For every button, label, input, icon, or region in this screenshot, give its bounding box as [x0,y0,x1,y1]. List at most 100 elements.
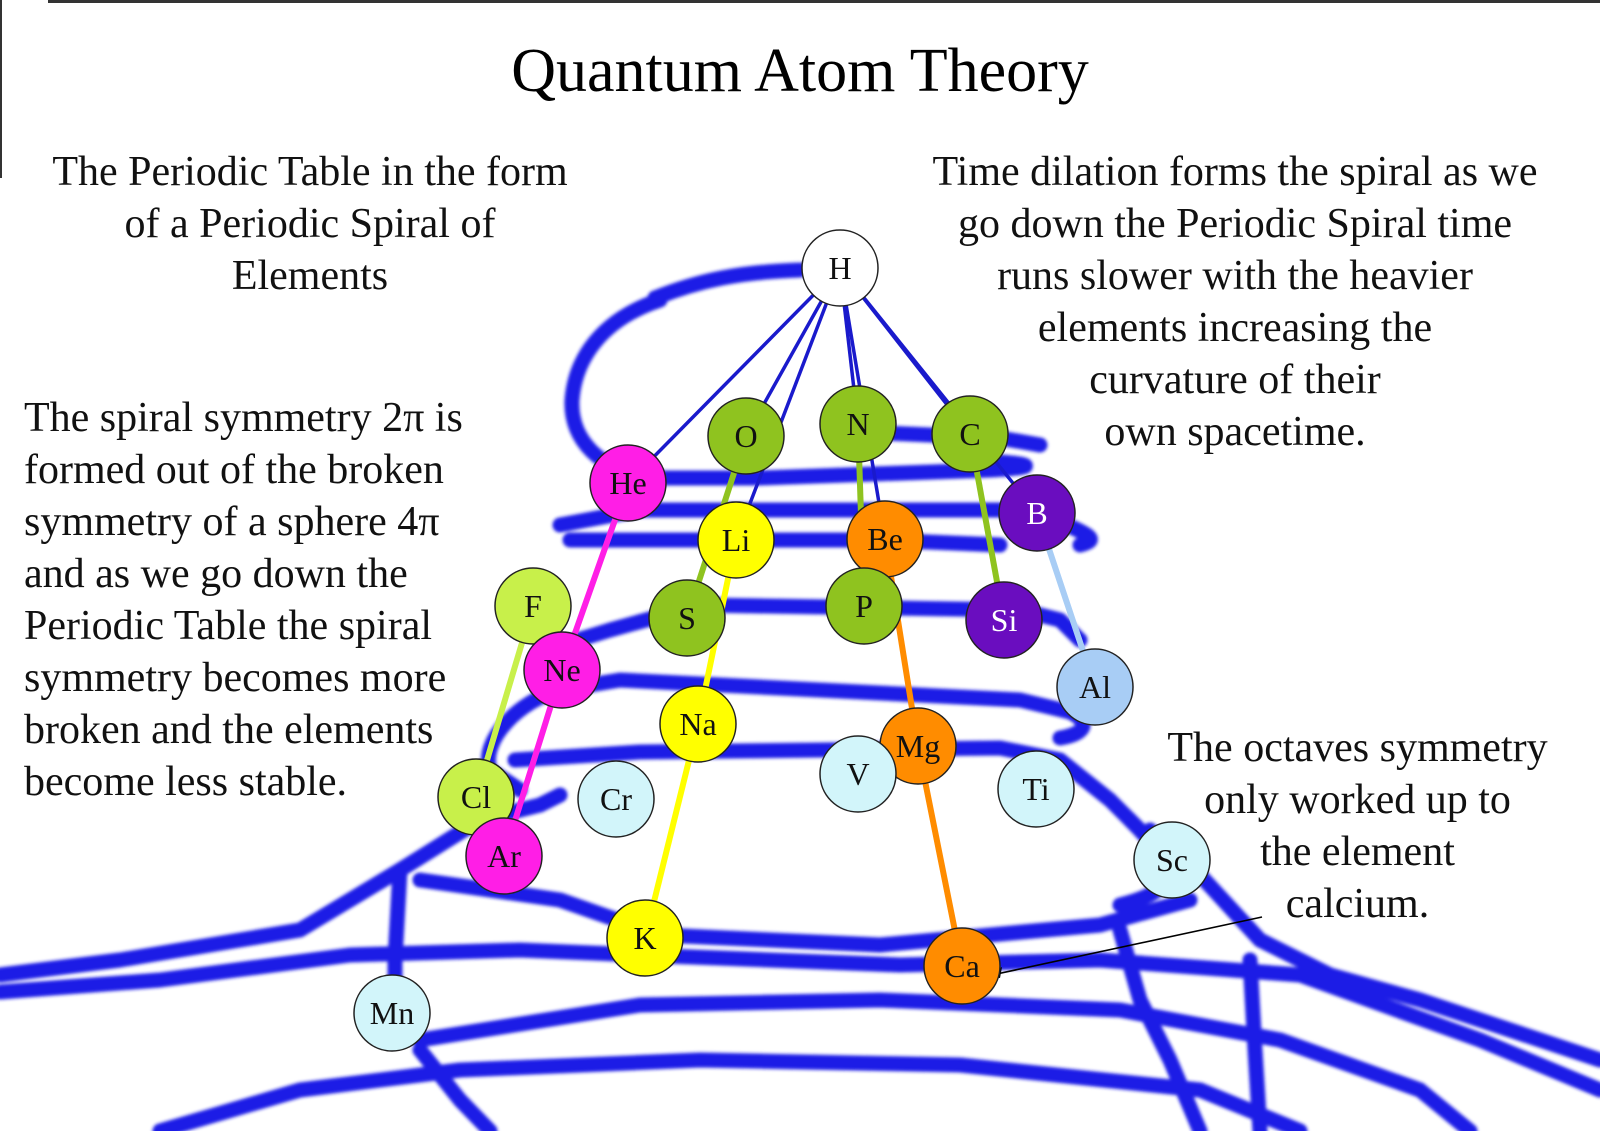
element-circle [353,974,431,1052]
caption-line: symmetry of a sphere 4π [24,499,440,545]
element-symbol: H [828,250,851,286]
element-ti: Ti [997,750,1075,828]
element-circle [494,567,572,645]
element-symbol: Al [1079,669,1111,705]
element-circle [465,817,543,895]
element-n: N [819,385,897,463]
spiral-branch-mid [412,1042,498,1131]
caption-line: only worked up to [1204,777,1511,823]
spiral-ring-5-mid [412,872,1198,953]
element-b: B [998,474,1076,552]
frame-top-border [48,0,1600,3]
element-symbol: P [855,588,873,624]
element-c: C [931,395,1009,473]
caption-line: curvature of their [1089,357,1381,403]
element-si: Si [965,581,1043,659]
element-sc: Sc [1133,821,1211,899]
caption-line: Elements [231,253,389,299]
element-symbol: N [846,406,869,442]
element-circle [707,397,785,475]
caption-line: and as we go down the [24,551,408,597]
element-circle [577,760,655,838]
element-symbol: Ar [487,838,521,874]
element-circle [697,501,775,579]
caption-line: go down the Periodic Spiral time [957,201,1513,247]
element-li: Li [697,501,775,579]
element-symbol: He [609,465,646,501]
element-p: P [825,567,903,645]
element-na: Na [659,685,737,763]
caption-line: Time dilation forms the spiral as we [932,149,1538,195]
element-circle [931,395,1009,473]
element-circle [523,631,601,709]
element-circle [965,581,1043,659]
element-symbol: Ti [1022,771,1049,807]
octaves-caption: The octaves symmetry only worked up to the… [1145,722,1570,930]
page-title: Quantum Atom Theory [511,37,1089,105]
caption-line: Periodic Table the spiral [24,603,433,649]
element-symbol: Be [867,521,903,557]
element-symbol: Mn [370,995,414,1031]
element-o: O [707,397,785,475]
hydrogen-link-he [626,266,842,485]
element-ar: Ar [465,817,543,895]
caption-line: runs slower with the heavier [997,253,1473,299]
element-he: He [589,444,667,522]
element-circle [589,444,667,522]
element-circle [606,899,684,977]
spiral-ring-2-lower [562,532,1008,553]
element-symbol: V [846,756,869,792]
element-circle [825,567,903,645]
element-symbol: C [959,416,980,452]
caption-line: The octaves symmetry [1167,725,1548,771]
time-dilation-caption: Time dilation forms the spiral as we go d… [895,146,1575,458]
element-circle [923,927,1001,1005]
element-symbol: Li [722,522,751,558]
element-v: V [819,735,897,813]
element-symbol: Ca [944,948,980,984]
element-s: S [648,579,726,657]
element-symbol: Na [679,706,716,742]
element-ca: Ca [923,927,1001,1005]
caption-line: calcium. [1285,881,1430,927]
element-circle [998,474,1076,552]
element-mg: Mg [879,707,957,785]
caption-line: own spacetime. [1104,409,1366,455]
element-circle [1056,648,1134,726]
element-symbol: O [734,418,757,454]
element-symbol: Si [991,602,1018,638]
element-h: H [801,229,879,307]
element-symbol: Cr [600,781,632,817]
element-circle [1133,821,1211,899]
element-circle [801,229,879,307]
caption-line: formed out of the broken [24,447,444,493]
element-circle [819,385,897,463]
element-ne: Ne [523,631,601,709]
spiral-branch-right [1242,952,1268,1131]
element-al: Al [1056,648,1134,726]
spiral-top-arc [647,262,808,306]
element-symbol: Mg [896,728,940,764]
hydrogen-link-b [838,266,1039,515]
element-k: K [606,899,684,977]
element-symbol: Ne [543,652,580,688]
caption-line: broken and the elements [24,707,434,753]
element-f: F [494,567,572,645]
spiral-ring-3-lower [552,672,1091,746]
element-circle [659,685,737,763]
spiral-ring-7 [412,992,1478,1131]
element-symbol: F [524,588,542,624]
caption-line: elements increasing the [1037,305,1433,351]
spiral-top-loop [564,292,1033,486]
caption-line: become less stable. [24,759,348,805]
hydrogen-link-li [734,267,842,541]
element-cl: Cl [437,758,515,836]
caption-line: the element [1260,829,1455,875]
spiral-ring-6 [0,942,1600,1098]
element-symbol: Cl [461,779,491,815]
element-circle [648,579,726,657]
element-symbol: Sc [1156,842,1188,878]
